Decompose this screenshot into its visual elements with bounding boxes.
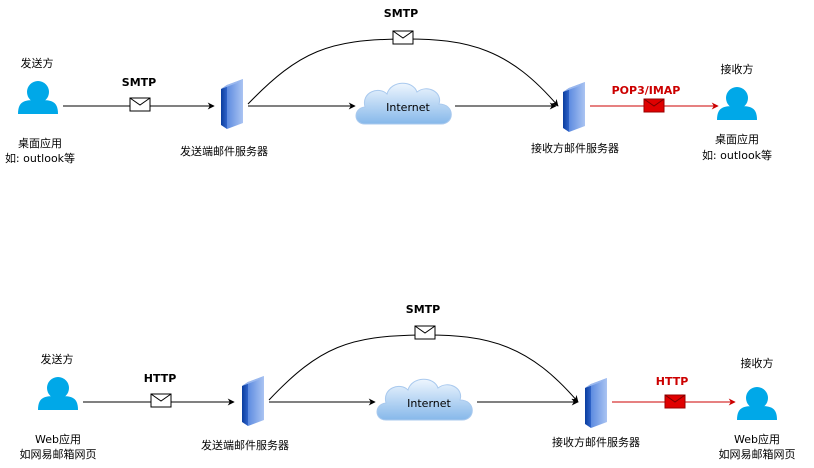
envelope-icon (664, 394, 686, 409)
receiver-server-label: 接收方邮件服务器 (552, 435, 640, 449)
envelope-icon (129, 97, 151, 112)
sender-server-label: 发送端邮件服务器 (180, 144, 268, 158)
receiver-label-line2: 如网易邮箱网页 (719, 447, 796, 461)
envelope-icon (150, 393, 172, 408)
receiver-server-icon (563, 82, 585, 132)
receiver-label-line2: 如: outlook等 (702, 148, 772, 162)
sender-server-label: 发送端邮件服务器 (201, 438, 289, 452)
top-flow: 发送方 桌面应用 如: outlook等 SMTP 发送端邮件服务器 SMTP … (5, 7, 772, 165)
protocol-label-arc: SMTP (406, 303, 440, 316)
sender-user-icon (38, 377, 78, 410)
protocol-label-arc: SMTP (384, 7, 418, 20)
sender-user-icon (18, 81, 58, 114)
sender-label-line1: 桌面应用 (18, 136, 62, 150)
protocol-label-send: SMTP (122, 76, 156, 89)
receiver-title: 接收方 (721, 62, 754, 76)
envelope-icon (414, 325, 436, 340)
sender-title: 发送方 (41, 352, 74, 366)
internet-cloud-label: Internet (386, 101, 430, 114)
protocol-label-send: HTTP (144, 372, 177, 385)
internet-cloud-icon (376, 378, 473, 421)
sender-label-line1: Web应用 (35, 432, 81, 446)
sender-title: 发送方 (21, 56, 54, 70)
sender-label-line2: 如网易邮箱网页 (20, 447, 97, 461)
receiver-server-label: 接收方邮件服务器 (531, 141, 619, 155)
receiver-user-icon (737, 387, 777, 420)
envelope-icon (392, 30, 414, 45)
bottom-flow: 发送方 Web应用 如网易邮箱网页 HTTP 发送端邮件服务器 SMTP Int… (20, 303, 796, 461)
protocol-label-receive: HTTP (656, 375, 689, 388)
sender-server-icon (221, 79, 243, 129)
receiver-label-line1: 桌面应用 (715, 132, 759, 146)
sender-label-line2: 如: outlook等 (5, 151, 75, 165)
internet-cloud-icon (355, 82, 452, 125)
envelope-icon (643, 98, 665, 113)
receiver-server-icon (585, 378, 607, 428)
protocol-label-receive: POP3/IMAP (612, 84, 681, 97)
receiver-user-icon (717, 87, 757, 120)
receiver-label-line1: Web应用 (734, 432, 780, 446)
internet-cloud-label: Internet (407, 397, 451, 410)
sender-server-icon (242, 376, 264, 426)
receiver-title: 接收方 (741, 356, 774, 370)
